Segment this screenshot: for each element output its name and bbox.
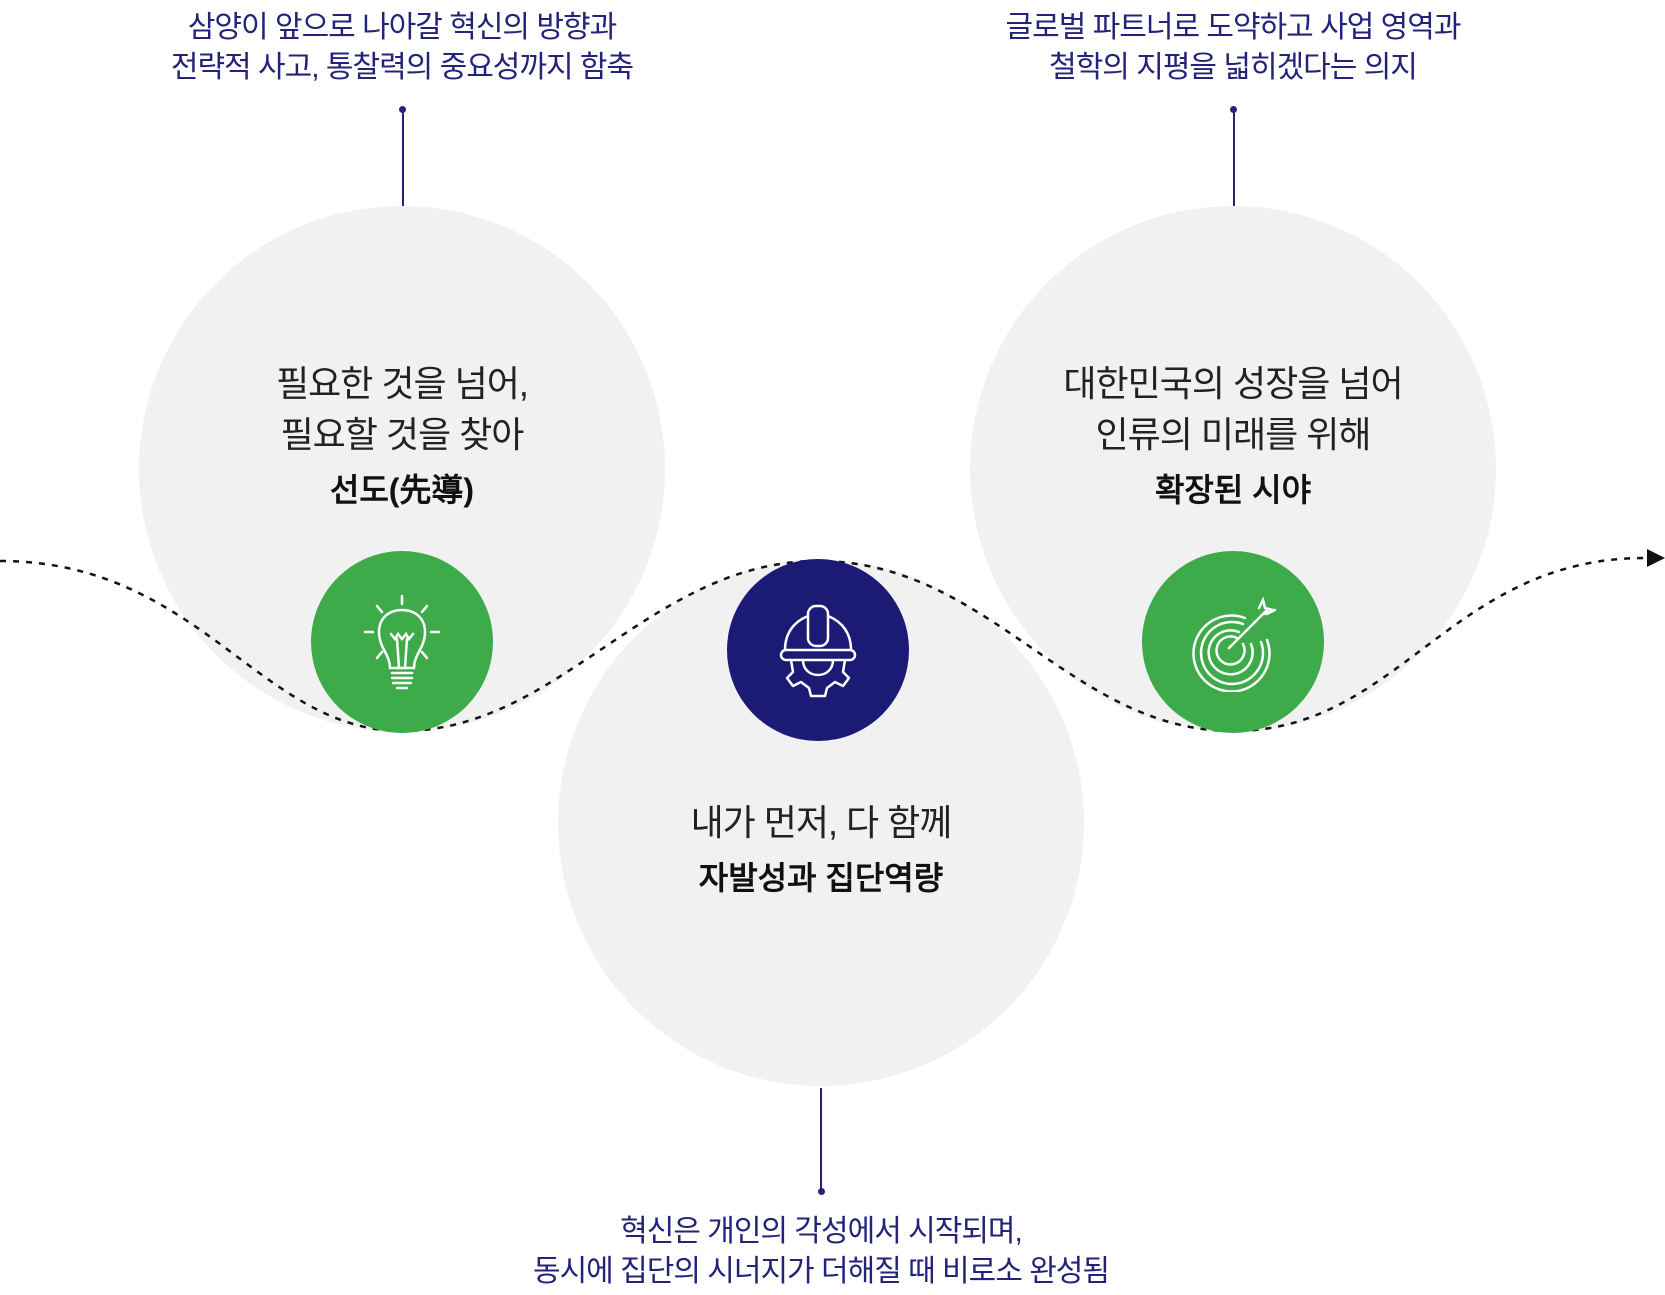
target-badge [1142,551,1324,733]
connector-dot [818,1188,825,1195]
connector-line [1233,110,1235,206]
connector-line [820,1088,822,1190]
circle-text-vision: 대한민국의 성장을 넘어 인류의 미래를 위해 확장된 시야 [983,358,1483,510]
note-line: 철학의 지평을 넓히겠다는 의지 [1049,51,1418,84]
hardhat-gear-icon [779,604,857,698]
arrow-head-icon [1647,549,1665,567]
note-line: 글로벌 파트너로 도약하고 사업 영역과 [1005,11,1462,44]
connector-dot [1230,106,1237,113]
lightbulb-icon [363,594,441,690]
note-collective: 혁신은 개인의 각성에서 시작되며, 동시에 집단의 시너지가 더해질 때 비로… [471,1212,1171,1292]
keyword: 선도(先導) [329,472,475,508]
circle-text-collective: 내가 먼저, 다 함께 자발성과 집단역량 [571,797,1071,898]
circle-line: 인류의 미래를 위해 [1095,414,1372,455]
keyword: 확장된 시야 [1154,472,1312,508]
connector-dot [399,106,406,113]
lightbulb-badge [311,551,493,733]
target-arrow-icon [1192,596,1277,692]
circle-line: 필요한 것을 넘어, [276,363,529,404]
circle-line: 필요할 것을 찾아 [280,414,525,455]
circle-line: 내가 먼저, 다 함께 [690,802,953,843]
note-line: 혁신은 개인의 각성에서 시작되며, [620,1215,1023,1248]
keyword: 자발성과 집단역량 [698,860,944,896]
note-vision: 글로벌 파트너로 도약하고 사업 영역과 철학의 지평을 넓히겠다는 의지 [933,8,1533,88]
note-leading: 삼양이 앞으로 나아갈 혁신의 방향과 전략적 사고, 통찰력의 중요성까지 함… [102,8,702,88]
note-line: 동시에 집단의 시너지가 더해질 때 비로소 완성됨 [532,1255,1110,1288]
circle-line: 대한민국의 성장을 넘어 [1063,363,1403,404]
connector-line [402,110,404,206]
note-line: 전략적 사고, 통찰력의 중요성까지 함축 [170,51,634,84]
hardhat-badge [727,559,909,741]
circle-text-leading: 필요한 것을 넘어, 필요할 것을 찾아 선도(先導) [152,358,652,510]
note-line: 삼양이 앞으로 나아갈 혁신의 방향과 [187,11,617,44]
